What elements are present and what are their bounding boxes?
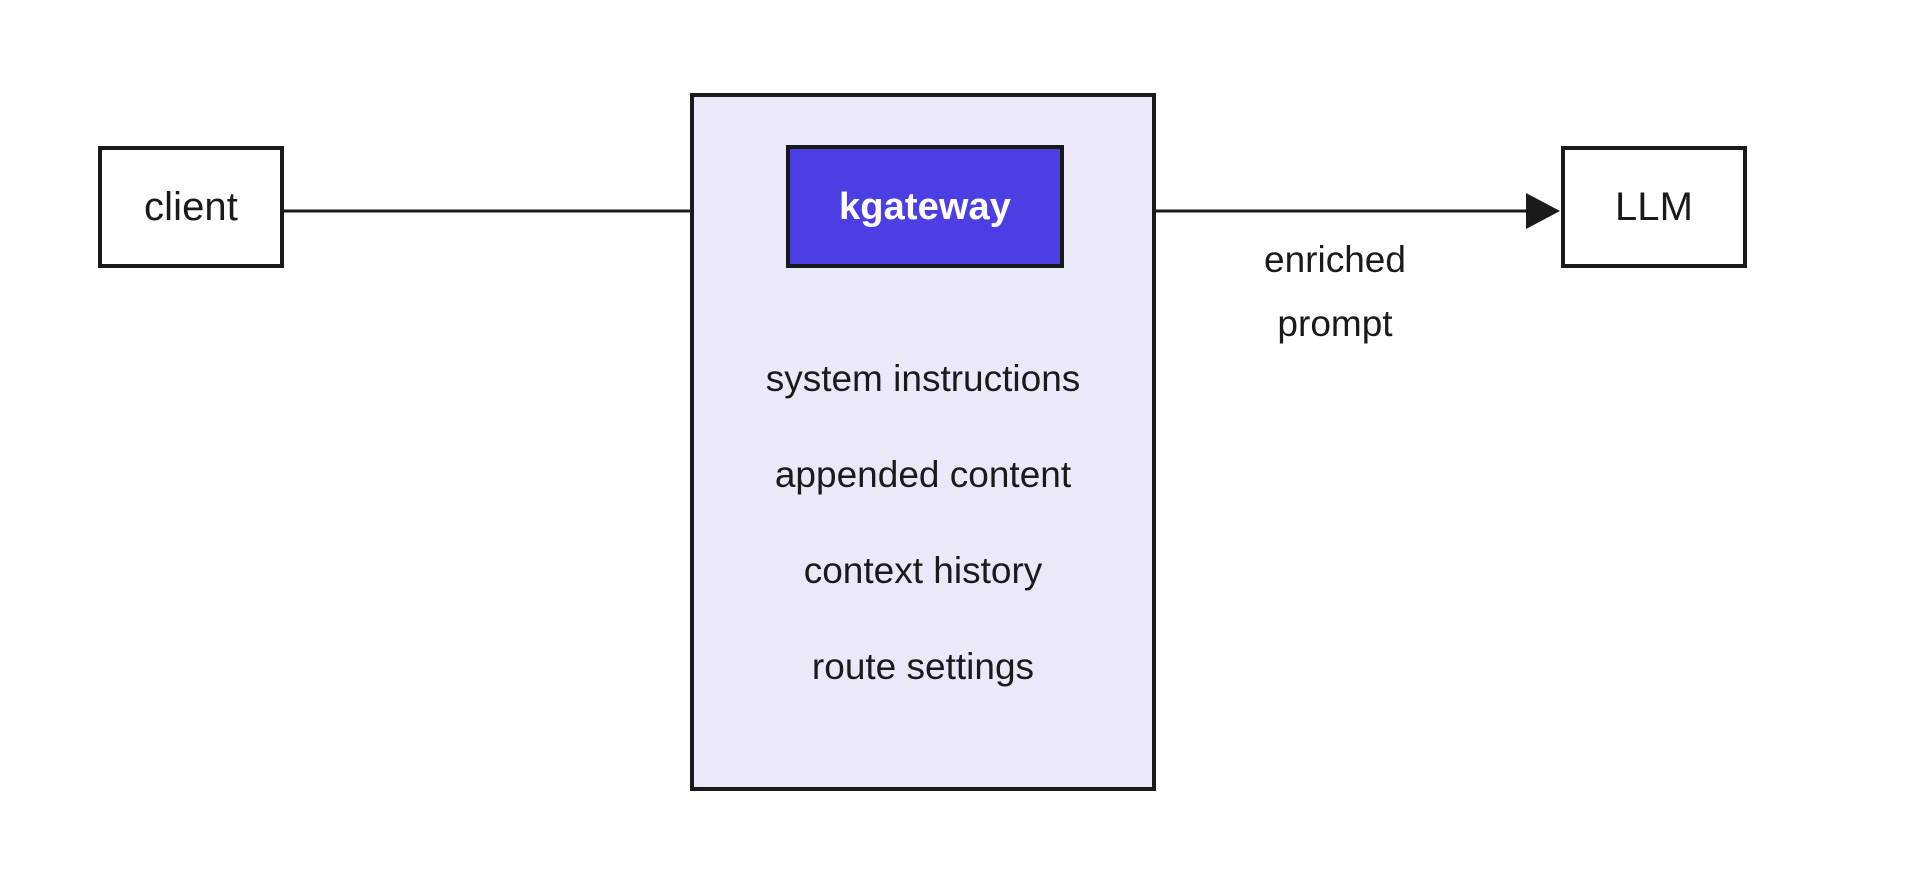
feature-item-context-history: context history — [803, 550, 1043, 591]
node-llm-label: LLM — [1614, 185, 1694, 229]
node-llm[interactable]: LLM — [1561, 146, 1747, 268]
edge-label-enriched-prompt-line-1: enriched — [1264, 239, 1406, 280]
node-client-label: client — [144, 185, 238, 229]
feature-item-appended-content: appended content — [774, 454, 1072, 495]
feature-list: system instructions appended content con… — [694, 360, 1152, 685]
edge-label-enriched-prompt: enriched prompt — [1215, 228, 1455, 355]
node-kgateway-label: kgateway — [839, 185, 1011, 228]
node-kgateway[interactable]: kgateway — [786, 145, 1064, 268]
feature-item-system-instructions: system instructions — [765, 358, 1081, 399]
arrowhead-kgateway-to-llm — [1526, 193, 1560, 229]
node-client[interactable]: client — [98, 146, 284, 268]
edge-label-enriched-prompt-line-2: prompt — [1277, 302, 1393, 344]
feature-item-route-settings: route settings — [811, 646, 1035, 687]
